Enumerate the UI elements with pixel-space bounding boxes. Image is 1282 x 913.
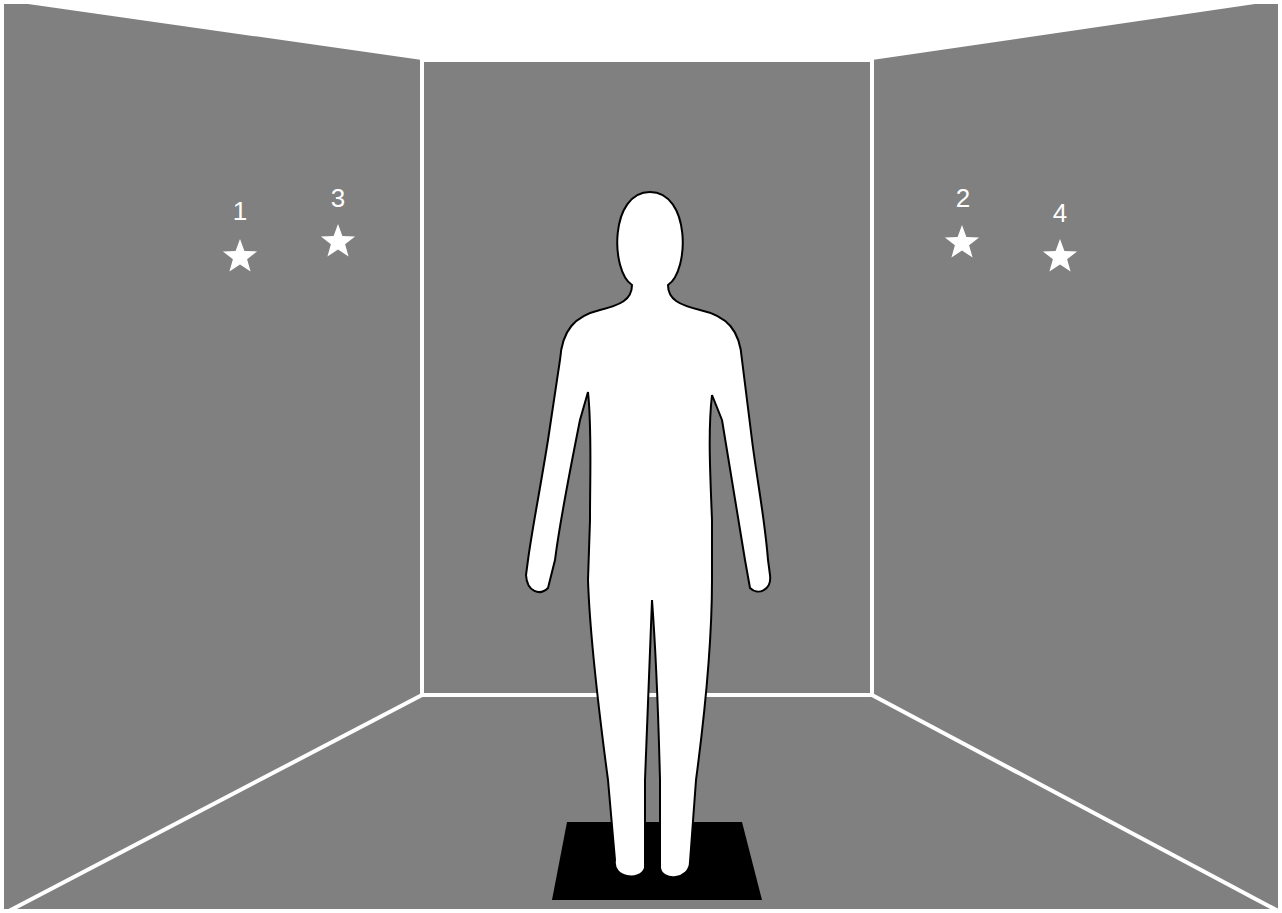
callout-number: 2 — [956, 185, 970, 211]
callout-number: 3 — [331, 185, 345, 211]
floor-edge — [5, 695, 422, 913]
ceiling — [0, 0, 1282, 60]
star-marker — [945, 225, 979, 258]
star-marker — [1043, 239, 1077, 272]
floor-edge — [872, 695, 1282, 913]
star-marker — [223, 239, 257, 272]
human-silhouette — [526, 192, 770, 877]
star-marker — [321, 224, 355, 257]
callout-number: 1 — [233, 198, 247, 224]
floor-mat — [552, 822, 762, 900]
callout-number: 4 — [1053, 200, 1067, 226]
